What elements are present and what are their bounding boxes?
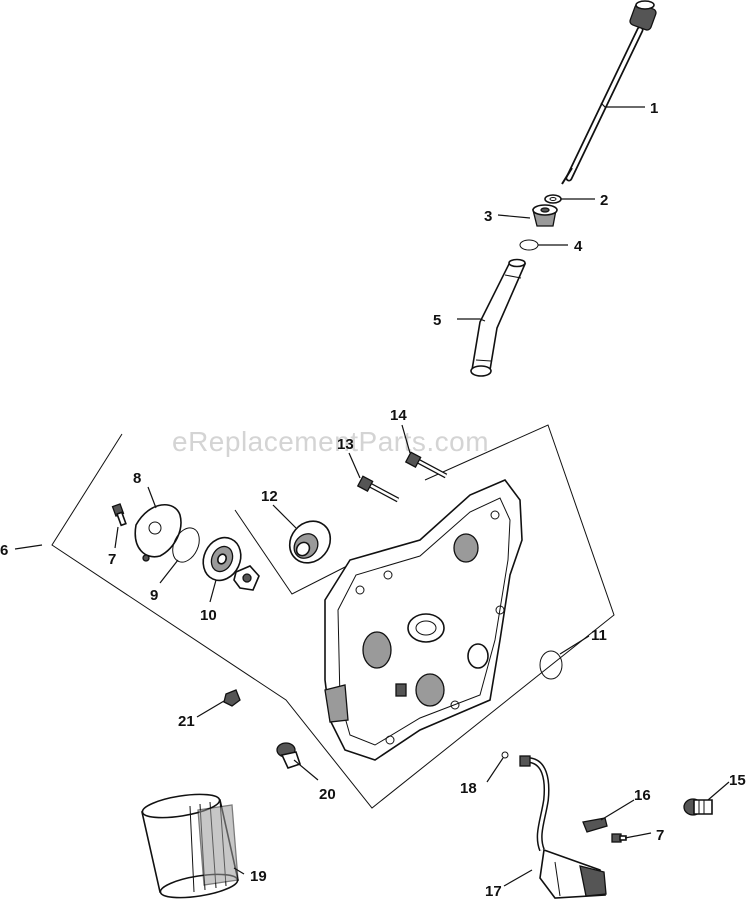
leader-lines <box>14 102 730 887</box>
small-bolt-part <box>111 503 127 527</box>
plug-part-20 <box>276 742 302 769</box>
oil-pump-rotor-part <box>202 536 260 591</box>
o-ring-part-9 <box>172 527 200 563</box>
callout-17: 17 <box>485 883 502 900</box>
callout-16: 16 <box>634 787 651 804</box>
callout-3: 3 <box>484 208 492 225</box>
closure-plate-part <box>324 479 523 761</box>
callout-18: 18 <box>460 780 477 797</box>
dipstick-part <box>561 0 657 185</box>
callout-15: 15 <box>729 772 746 789</box>
callout-7-lower: 7 <box>656 827 664 844</box>
oil-pressure-switch-part <box>519 755 607 899</box>
callout-19: 19 <box>250 868 267 885</box>
washer-part <box>544 194 562 204</box>
bolt-part-13 <box>356 475 400 503</box>
o-ring-part-18 <box>501 751 509 759</box>
callout-12: 12 <box>261 488 278 505</box>
callout-6: 6 <box>0 542 8 559</box>
callout-7-upper: 7 <box>108 551 116 568</box>
bracket-part <box>582 817 608 833</box>
callout-11: 11 <box>591 627 607 644</box>
o-ring-part-4 <box>519 239 539 251</box>
callout-9: 9 <box>150 587 158 604</box>
callout-10: 10 <box>200 607 217 624</box>
callout-4: 4 <box>574 238 583 255</box>
oil-seal-part <box>288 520 332 564</box>
dipstick-tube-part <box>470 258 527 377</box>
callout-5: 5 <box>433 312 441 329</box>
bolt-part-14 <box>404 451 448 479</box>
plug-part-15 <box>683 798 713 816</box>
plug-part-21 <box>223 689 241 707</box>
watermark-text: eReplacementParts.com <box>172 426 489 457</box>
callout-2: 2 <box>600 192 608 209</box>
oil-filter-part <box>141 793 239 899</box>
callout-14: 14 <box>390 407 407 424</box>
o-ring-part-11 <box>539 650 563 680</box>
callout-20: 20 <box>319 786 336 803</box>
callout-13: 13 <box>337 436 354 453</box>
callout-8: 8 <box>133 470 141 487</box>
callout-21: 21 <box>178 713 195 730</box>
assembly-frame-outline <box>51 424 615 809</box>
callout-1: 1 <box>650 100 658 117</box>
oil-pump-cover-part <box>134 503 182 562</box>
subgroup-frame-outline <box>234 509 352 595</box>
tube-seal-part <box>532 204 558 227</box>
screw-part <box>611 833 627 843</box>
